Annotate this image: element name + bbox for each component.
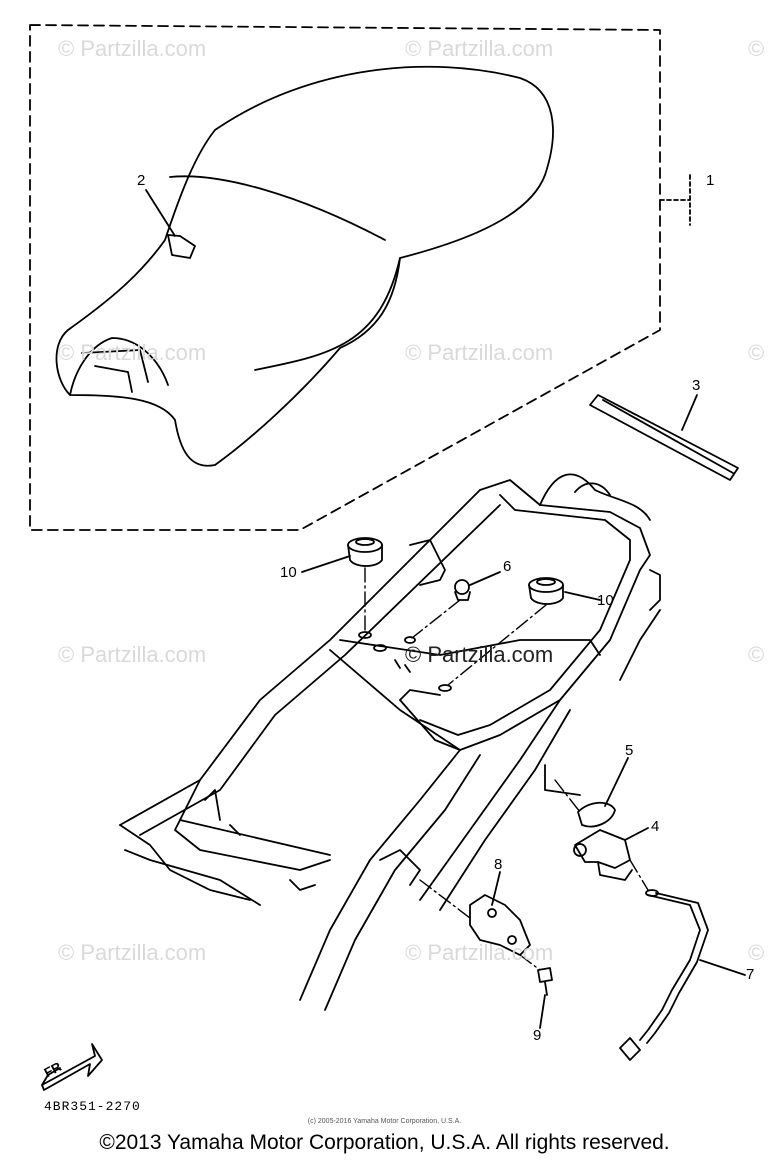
callout-9: 9 — [533, 1027, 542, 1044]
lock-bracket — [469, 894, 531, 956]
watermark: © Partzilla.com — [58, 940, 207, 965]
callout-4: 4 — [651, 818, 660, 835]
callout-10-right: 10 — [597, 592, 614, 609]
leader-4 — [624, 827, 649, 841]
leader-3 — [681, 394, 698, 431]
callout-8: 8 — [494, 856, 503, 873]
seat — [55, 65, 554, 467]
grommet-left — [347, 537, 383, 567]
leader-10-right — [564, 591, 601, 601]
assembly-line-bolt — [519, 954, 541, 971]
watermark: © Partzilla.com — [58, 36, 207, 61]
assembly-line-nut — [411, 599, 461, 639]
bolt — [537, 967, 553, 996]
rear-frame — [119, 473, 661, 1011]
grommet-right — [528, 577, 564, 605]
watermark: © — [748, 642, 765, 667]
assembly-line-bracket — [419, 879, 471, 919]
callout-3: 3 — [692, 377, 701, 394]
watermark: © — [748, 340, 765, 365]
watermark: © — [748, 940, 765, 965]
main-copyright: ©2013 Yamaha Motor Corporation, U.S.A. A… — [99, 1131, 670, 1154]
seat-lock — [573, 829, 633, 881]
watermark: © — [748, 36, 765, 61]
watermark: © Partzilla.com — [405, 340, 554, 365]
leader-2 — [145, 189, 176, 237]
leader-5 — [604, 757, 629, 807]
lock-cover — [577, 801, 616, 828]
leader-10-left — [301, 555, 351, 573]
callout-5: 5 — [625, 742, 634, 759]
diagram-code: 4BR351-2270 — [44, 1099, 141, 1114]
assembly-line-lock — [554, 779, 581, 813]
callout-2: 2 — [137, 172, 146, 189]
watermark: © Partzilla.com — [405, 36, 554, 61]
assembly-line-grommet-right — [447, 604, 547, 686]
small-copyright: (c) 2005-2016 Yamaha Motor Corporation, … — [307, 1118, 462, 1125]
assembly-line-lock-cable — [629, 859, 649, 891]
callout-10-left: 10 — [280, 564, 297, 581]
seat-assembly-boundary — [29, 24, 661, 531]
watermark: © Partzilla.com — [58, 642, 207, 667]
leader-7 — [699, 959, 746, 976]
leader-9 — [539, 994, 546, 1029]
callout-6: 6 — [503, 558, 512, 575]
watermark: © Partzilla.com — [58, 340, 207, 365]
front-arrow-icon — [41, 1043, 103, 1091]
callout-7: 7 — [746, 966, 755, 983]
nut — [454, 579, 471, 601]
watermark: © Partzilla.com — [405, 940, 554, 965]
seat-strip — [589, 394, 739, 481]
watermark: © Partzilla.com — [405, 642, 554, 667]
seat-lock-cable — [619, 889, 709, 1061]
leader-6 — [469, 571, 501, 586]
callout-1: 1 — [706, 172, 715, 189]
leader-8 — [491, 871, 501, 906]
